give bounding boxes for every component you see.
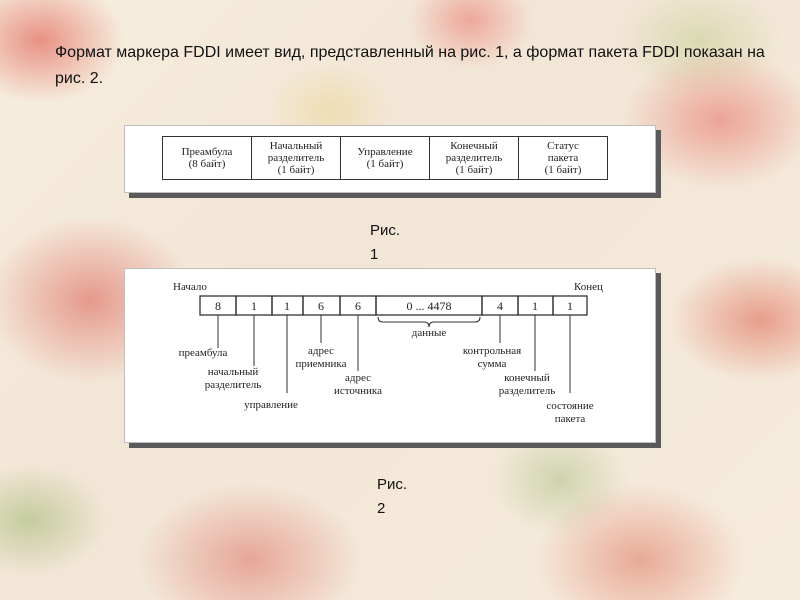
label-start-delimiter: разделитель <box>205 379 262 391</box>
label-frame-status: состояние <box>546 400 593 412</box>
field-size: (1 байт) <box>256 164 336 176</box>
caption-word: Рис. <box>370 219 400 243</box>
label-checksum: сумма <box>478 358 507 370</box>
cell-value: 1 <box>284 299 290 313</box>
end-label: Конец <box>574 281 603 293</box>
field-label: Управление <box>345 146 425 158</box>
frame-format-diagram: Начало Конец 8 1 1 6 6 0 ... 4478 4 1 1 <box>125 269 655 442</box>
field-label: разделитель <box>256 152 336 164</box>
field-label: Преамбула <box>167 146 247 158</box>
cell-value: 1 <box>567 299 573 313</box>
label-start-delimiter: начальный <box>208 366 259 378</box>
cell-value: 1 <box>532 299 538 313</box>
cell-value: 8 <box>215 299 221 313</box>
figure-2-frame-format: Начало Конец 8 1 1 6 6 0 ... 4478 4 1 1 <box>124 268 656 443</box>
intro-paragraph: Формат маркера FDDI имеет вид, представл… <box>55 40 770 92</box>
field-label: разделитель <box>434 152 514 164</box>
label-src-address: источника <box>334 385 382 397</box>
token-format-table: Преамбула (8 байт) Начальный разделитель… <box>162 136 608 180</box>
field-label: Статус <box>523 140 603 152</box>
cell-value: 6 <box>318 299 324 313</box>
figure-2-caption: Рис. 2 <box>377 473 407 521</box>
cell-value: 4 <box>497 299 503 313</box>
figure-1-token-format: Преамбула (8 байт) Начальный разделитель… <box>124 125 656 193</box>
label-src-address: адрес <box>345 372 371 384</box>
label-end-delimiter: конечный <box>504 372 550 384</box>
start-label: Начало <box>173 281 207 293</box>
label-dest-address: адрес <box>308 345 334 357</box>
caption-number: 2 <box>377 497 407 521</box>
field-preamble: Преамбула (8 байт) <box>163 137 252 180</box>
label-dest-address: приемника <box>296 358 347 370</box>
field-label: Конечный <box>434 140 514 152</box>
field-label: пакета <box>523 152 603 164</box>
cell-value: 1 <box>251 299 257 313</box>
cell-value: 6 <box>355 299 361 313</box>
cell-value: 0 ... 4478 <box>407 299 452 313</box>
field-label: Начальный <box>256 140 336 152</box>
field-control: Управление (1 байт) <box>341 137 430 180</box>
field-size: (8 байт) <box>167 158 247 170</box>
label-end-delimiter: разделитель <box>499 385 556 397</box>
caption-word: Рис. <box>377 473 407 497</box>
label-preamble: преамбула <box>179 347 228 359</box>
field-size: (1 байт) <box>523 164 603 176</box>
field-size: (1 байт) <box>345 158 425 170</box>
field-end-delimiter: Конечный разделитель (1 байт) <box>430 137 519 180</box>
data-brace <box>378 317 480 327</box>
field-frame-status: Статус пакета (1 байт) <box>519 137 608 180</box>
field-start-delimiter: Начальный разделитель (1 байт) <box>252 137 341 180</box>
label-frame-status: пакета <box>555 413 586 425</box>
label-control: управление <box>244 399 298 411</box>
figure-1-caption: Рис. 1 <box>370 219 400 267</box>
field-size: (1 байт) <box>434 164 514 176</box>
label-checksum: контрольная <box>463 345 521 357</box>
caption-number: 1 <box>370 243 400 267</box>
label-data: данные <box>412 327 447 339</box>
